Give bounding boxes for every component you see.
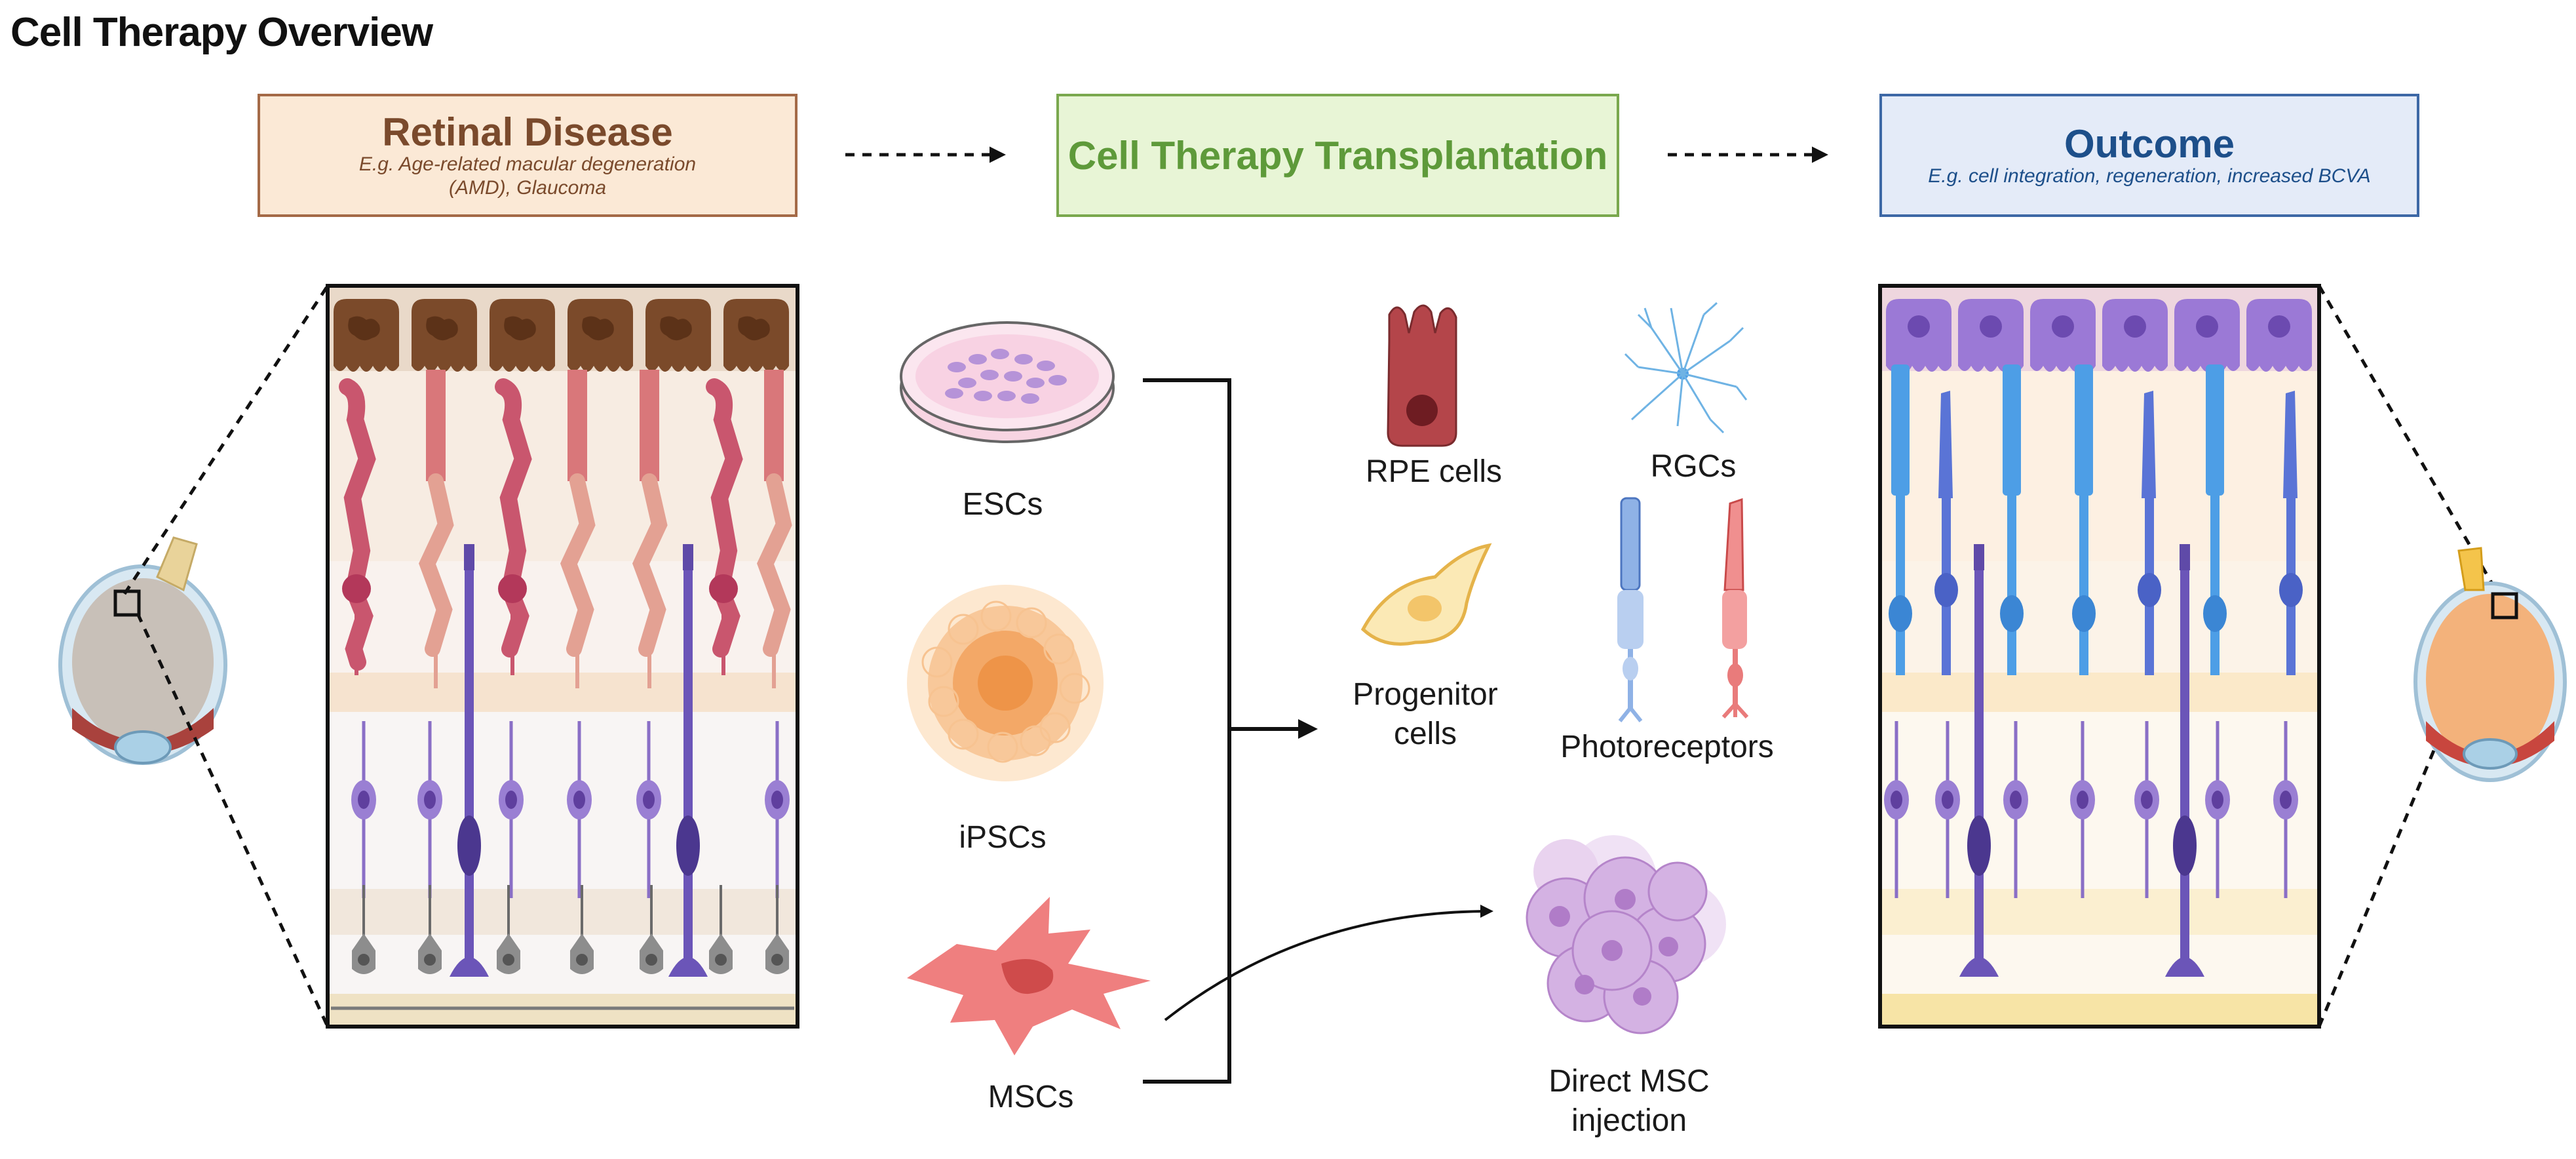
outcome-box: Outcome E.g. cell integration, regenerat… (1879, 94, 2419, 217)
rpe-cell-icon (1387, 304, 1457, 447)
degenerating-rod-icon (632, 370, 668, 688)
healthy-eye-icon (2413, 547, 2567, 782)
healthy-cone-icon (1934, 391, 1958, 675)
retinal-disease-box: Retinal Disease E.g. Age-related macular… (258, 94, 798, 217)
degenerating-cone-icon (339, 378, 376, 675)
photoreceptor-cone-icon (1721, 498, 1749, 719)
outcome-title: Outcome (2064, 121, 2235, 166)
healthy-rod-icon (1889, 364, 1912, 675)
healthy-cone-icon (2279, 391, 2303, 675)
degenerating-cone-icon (495, 378, 532, 675)
ipsc-label: iPSCs (959, 820, 1047, 855)
degenerating-rod-icon (757, 370, 792, 688)
degenerating-cone-icon (706, 378, 743, 675)
degenerating-rod-icon (419, 370, 454, 688)
esc-label: ESCs (962, 487, 1043, 522)
degenerating-rod-icon (560, 370, 596, 688)
healthy-cone-icon (2138, 391, 2161, 675)
photoreceptor-rod-icon (1617, 497, 1644, 722)
cell-therapy-title: Cell Therapy Transplantation (1067, 133, 1608, 178)
progenitor-cells-label: Progenitor cells (1353, 677, 1498, 751)
retinal-disease-title: Retinal Disease (382, 109, 673, 154)
msc-label: MSCs (988, 1080, 1074, 1114)
rgc-cell-icon (1624, 302, 1748, 434)
photoreceptors-label: Photoreceptors (1560, 730, 1774, 764)
esc-petri-dish-icon (900, 321, 1115, 443)
outcome-subtitle: E.g. cell integration, regeneration, inc… (1928, 165, 2371, 187)
diseased-eye-icon (58, 536, 227, 765)
page-title: Cell Therapy Overview (10, 10, 433, 55)
progenitor-cell-icon (1360, 543, 1492, 646)
cell-therapy-box: Cell Therapy Transplantation (1056, 94, 1619, 217)
msc-cell-icon (907, 897, 1151, 1055)
healthy-rod-icon (2072, 364, 2096, 675)
healthy-rod-icon (2203, 364, 2227, 675)
msc-injection-cluster-icon (1526, 835, 1726, 1034)
rgcs-label: RGCs (1650, 449, 1737, 484)
healthy-retina-panel (1878, 284, 2321, 1029)
retinal-disease-subtitle: E.g. Age-related macular degeneration (A… (358, 153, 697, 199)
rpe-cells-label: RPE cells (1365, 454, 1503, 489)
healthy-rod-icon (2000, 364, 2024, 675)
direct-msc-injection-label: Direct MSC injection (1548, 1064, 1710, 1138)
diseased-retina-panel (326, 284, 799, 1029)
arrow-to-msc-injection (1164, 905, 1493, 1021)
ipsc-colony-icon (907, 585, 1104, 781)
